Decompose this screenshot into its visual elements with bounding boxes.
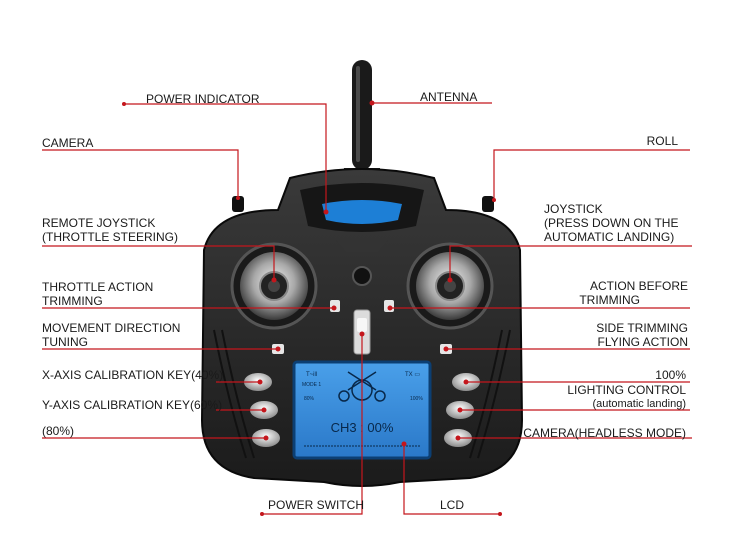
label-y-axis: Y-AXIS CALIBRATION KEY(60%) bbox=[42, 398, 223, 412]
label-lcd: LCD bbox=[440, 498, 465, 512]
label-remote-joystick-2: (THROTTLE STEERING) bbox=[42, 230, 179, 244]
right-joystick[interactable] bbox=[406, 242, 494, 330]
label-side-trim-2: FLYING ACTION bbox=[597, 335, 688, 349]
label-camera: CAMERA bbox=[42, 136, 94, 150]
lcd-signal-icon: T~ill bbox=[306, 372, 317, 378]
leader-dots bbox=[122, 100, 502, 516]
label-side-trim-1: SIDE TRIMMING bbox=[596, 321, 688, 335]
label-power-indicator: POWER INDICATOR bbox=[146, 92, 260, 106]
lcd-rate-left: 80% bbox=[304, 396, 315, 402]
label-lighting-1: LIGHTING CONTROL bbox=[567, 383, 686, 397]
label-throttle-trim-1: THROTTLE ACTION bbox=[42, 280, 154, 294]
label-100: 100% bbox=[655, 368, 686, 382]
label-joystick-2: (PRESS DOWN ON THE bbox=[544, 216, 679, 230]
lcd-battery-icon: TX ▭ bbox=[405, 372, 420, 378]
label-antenna: ANTENNA bbox=[420, 90, 478, 104]
label-throttle-trim-2: TRIMMING bbox=[42, 294, 103, 308]
label-x-axis: X-AXIS CALIBRATION KEY(40%) bbox=[42, 368, 224, 382]
lcd-mode: MODE 1 bbox=[302, 382, 321, 388]
label-action-before-1: ACTION BEFORE bbox=[589, 279, 688, 293]
power-indicator-light bbox=[322, 200, 402, 224]
label-movement-1: MOVEMENT DIRECTION bbox=[42, 321, 181, 335]
label-lighting-2: (automatic landing) bbox=[592, 398, 686, 410]
label-action-before-2: TRIMMING bbox=[579, 293, 640, 307]
label-remote-joystick-1: REMOTE JOYSTICK bbox=[42, 216, 156, 230]
left-joystick[interactable] bbox=[230, 242, 318, 330]
label-joystick-1: JOYSTICK bbox=[544, 202, 603, 216]
label-movement-2: TUNING bbox=[42, 335, 88, 349]
label-power-switch: POWER SWITCH bbox=[268, 498, 364, 512]
label-camera-headless: CAMERA(HEADLESS MODE) bbox=[523, 426, 686, 440]
label-80: (80%) bbox=[42, 424, 75, 438]
camera-shoulder-button[interactable] bbox=[232, 196, 244, 212]
label-joystick-3: AUTOMATIC LANDING) bbox=[544, 230, 675, 244]
label-roll: ROLL bbox=[646, 134, 678, 148]
lcd-rate-right: 100% bbox=[410, 396, 423, 402]
roll-shoulder-button[interactable] bbox=[482, 196, 494, 212]
leader-lines bbox=[42, 102, 692, 515]
